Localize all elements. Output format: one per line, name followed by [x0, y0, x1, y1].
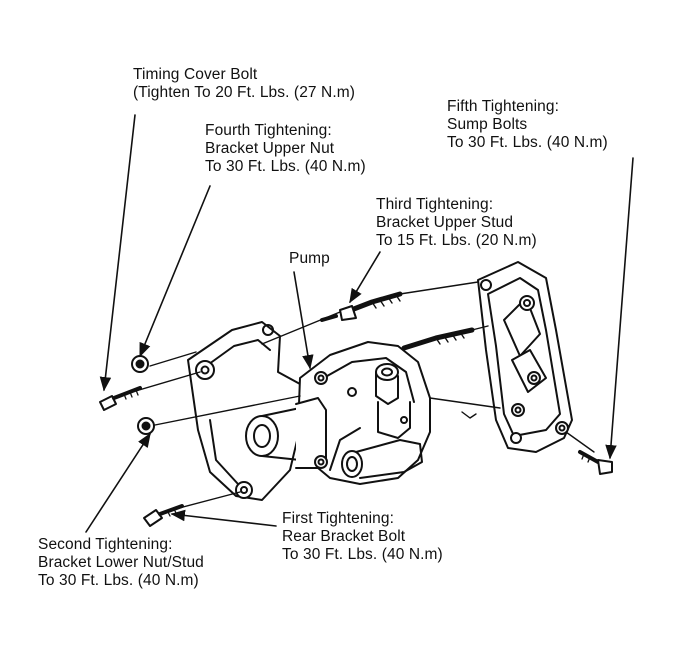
fifth-tightening-line2: Sump Bolts — [447, 116, 528, 133]
pump-label: Pump — [289, 250, 330, 268]
first-tightening-line2: Rear Bracket Bolt — [282, 528, 406, 545]
fifth-tightening-line1: Fifth Tightening: — [447, 98, 559, 115]
mid-stud — [401, 327, 475, 351]
third-tightening-line1: Third Tightening: — [376, 196, 494, 213]
timing-cover-label-line1: Timing Cover Bolt — [133, 66, 258, 83]
pump-label-text: Pump — [289, 250, 330, 267]
pump-body — [245, 341, 431, 485]
first-tightening-line1: First Tightening: — [282, 510, 394, 527]
upper-stud — [320, 291, 403, 322]
fourth-tightening-line1: Fourth Tightening: — [205, 122, 332, 139]
fourth-tightening-line3: To 30 Ft. Lbs. (40 N.m) — [205, 158, 366, 175]
fourth-tightening-label: Fourth Tightening: Bracket Upper Nut To … — [205, 122, 366, 176]
fifth-tightening-line3: To 30 Ft. Lbs. (40 N.m) — [447, 134, 608, 151]
second-tightening-label: Second Tightening: Bracket Lower Nut/Stu… — [38, 536, 204, 590]
third-tightening-line3: To 15 Ft. Lbs. (20 N.m) — [376, 232, 537, 249]
sump-bolt — [578, 450, 613, 475]
third-tightening-label: Third Tightening: Bracket Upper Stud To … — [376, 196, 537, 250]
second-tightening-line3: To 30 Ft. Lbs. (40 N.m) — [38, 572, 199, 589]
second-tightening-line1: Second Tightening: — [38, 536, 173, 553]
timing-cover-bolt — [99, 386, 142, 411]
timing-cover-label: Timing Cover Bolt (Tighten To 20 Ft. Lbs… — [133, 66, 355, 102]
lower-nut — [137, 417, 155, 435]
first-tightening-label: First Tightening: Rear Bracket Bolt To 3… — [282, 510, 443, 564]
second-tightening-line2: Bracket Lower Nut/Stud — [38, 554, 204, 571]
fifth-tightening-label: Fifth Tightening: Sump Bolts To 30 Ft. L… — [447, 98, 608, 152]
fourth-tightening-line2: Bracket Upper Nut — [205, 140, 335, 157]
first-tightening-line3: To 30 Ft. Lbs. (40 N.m) — [282, 546, 443, 563]
upper-nut — [131, 355, 149, 373]
third-tightening-line2: Bracket Upper Stud — [376, 214, 514, 231]
rear-bracket-bolt — [143, 504, 184, 527]
rear-bracket — [477, 261, 573, 453]
timing-cover-label-line2: (Tighten To 20 Ft. Lbs. (27 N.m) — [133, 84, 356, 101]
